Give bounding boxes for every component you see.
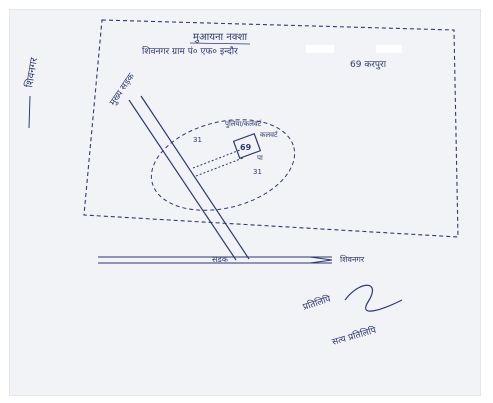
mark: पा — [257, 154, 263, 162]
boundary-dashed-frame — [83, 19, 459, 238]
arrow-head — [309, 259, 333, 264]
road-edge — [140, 95, 250, 260]
signature-label-2: सत्य प्रतिलिपि — [331, 324, 379, 348]
road-edge — [128, 99, 237, 261]
culvert-path — [192, 149, 241, 169]
signature-scribble — [344, 284, 403, 312]
sketch-canvas: शिवनगर मुआयना नक्शा शिवनगर ग्राम पं० एफ०… — [23, 19, 459, 348]
redaction-mark — [376, 45, 402, 53]
redaction-mark — [306, 45, 334, 53]
road-label: मुख्य सड़क — [108, 71, 137, 108]
title-underline — [189, 42, 251, 45]
plot-box — [232, 133, 262, 159]
area-dashed-oval — [150, 119, 296, 211]
header-line-2: 69 करपुरा — [350, 60, 387, 70]
side-note: शिवनगर — [23, 56, 40, 89]
page-title: मुआयना नक्शा — [193, 32, 247, 43]
signature-label-1: प्रतिलिपि — [301, 292, 333, 312]
culvert-path — [195, 157, 244, 177]
mark: 31 — [253, 168, 262, 176]
paper-sheet: शिवनगर मुआयना नक्शा शिवनगर ग्राम पं० एफ०… — [10, 10, 480, 395]
bottom-road-label: सड़क — [212, 255, 229, 264]
side-line — [28, 95, 31, 129]
plot-label: पुलिया/कलवर्ट — [225, 119, 262, 128]
header-line: शिवनगर ग्राम पं० एफ० इन्दौर — [142, 45, 238, 57]
plot-number: 69 — [240, 143, 252, 152]
plot-label-2: कलवर्ट — [260, 130, 278, 139]
bottom-right-label: शिवनगर — [340, 254, 365, 264]
mark: 31 — [193, 136, 202, 144]
arrow-head — [309, 256, 333, 261]
